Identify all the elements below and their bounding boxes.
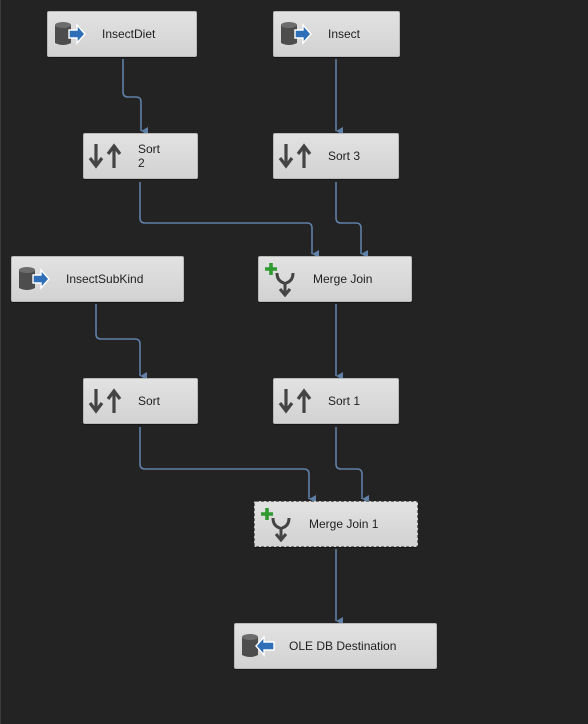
node-label: Merge Join bbox=[313, 272, 373, 286]
mergejoin-transform-node[interactable]: Merge Join bbox=[258, 256, 412, 302]
ole-db-source-icon bbox=[12, 257, 56, 301]
insectsubkind-source-node[interactable]: InsectSubKind bbox=[11, 256, 184, 302]
sort3-transform-node[interactable]: Sort 3 bbox=[273, 133, 399, 179]
sort-icon bbox=[84, 379, 128, 423]
ole-db-destination-node[interactable]: OLE DB Destination bbox=[234, 623, 437, 669]
connector-sort3-to-mergejoin[interactable] bbox=[335, 182, 368, 258]
node-label: InsectSubKind bbox=[66, 272, 144, 286]
connector-insectsubkind-to-sort[interactable] bbox=[95, 304, 147, 380]
connector-sort2-to-mergejoin[interactable] bbox=[139, 182, 319, 258]
merge-join-icon bbox=[255, 502, 299, 546]
node-label: Insect bbox=[328, 27, 361, 41]
ole-db-source-icon bbox=[274, 12, 318, 56]
sort-icon bbox=[274, 379, 318, 423]
node-label: OLE DB Destination bbox=[289, 639, 397, 653]
node-label: Sort 2 bbox=[138, 142, 161, 170]
node-label: Merge Join 1 bbox=[309, 517, 379, 531]
connector-sort-to-mergejoin1[interactable] bbox=[139, 427, 316, 503]
ole-db-source-icon bbox=[48, 12, 92, 56]
insectdiet-source-node[interactable]: InsectDiet bbox=[47, 11, 197, 57]
node-label: Sort 3 bbox=[328, 149, 361, 163]
sort-transform-node[interactable]: Sort bbox=[83, 378, 198, 424]
connector-sort1-to-mergejoin1[interactable] bbox=[335, 427, 369, 503]
node-label: Sort 1 bbox=[328, 394, 361, 408]
merge-join-icon bbox=[259, 257, 303, 301]
ole-db-destination-icon bbox=[235, 624, 279, 668]
sort-icon bbox=[84, 134, 128, 178]
node-label: InsectDiet bbox=[102, 27, 156, 41]
mergejoin1-transform-node[interactable]: Merge Join 1 bbox=[254, 501, 418, 547]
node-label: Sort bbox=[138, 394, 161, 408]
connector-insectdiet-to-sort2[interactable] bbox=[122, 59, 148, 135]
sort2-transform-node[interactable]: Sort 2 bbox=[83, 133, 198, 179]
sort-icon bbox=[274, 134, 318, 178]
sort1-transform-node[interactable]: Sort 1 bbox=[273, 378, 399, 424]
insect-source-node[interactable]: Insect bbox=[273, 11, 400, 57]
